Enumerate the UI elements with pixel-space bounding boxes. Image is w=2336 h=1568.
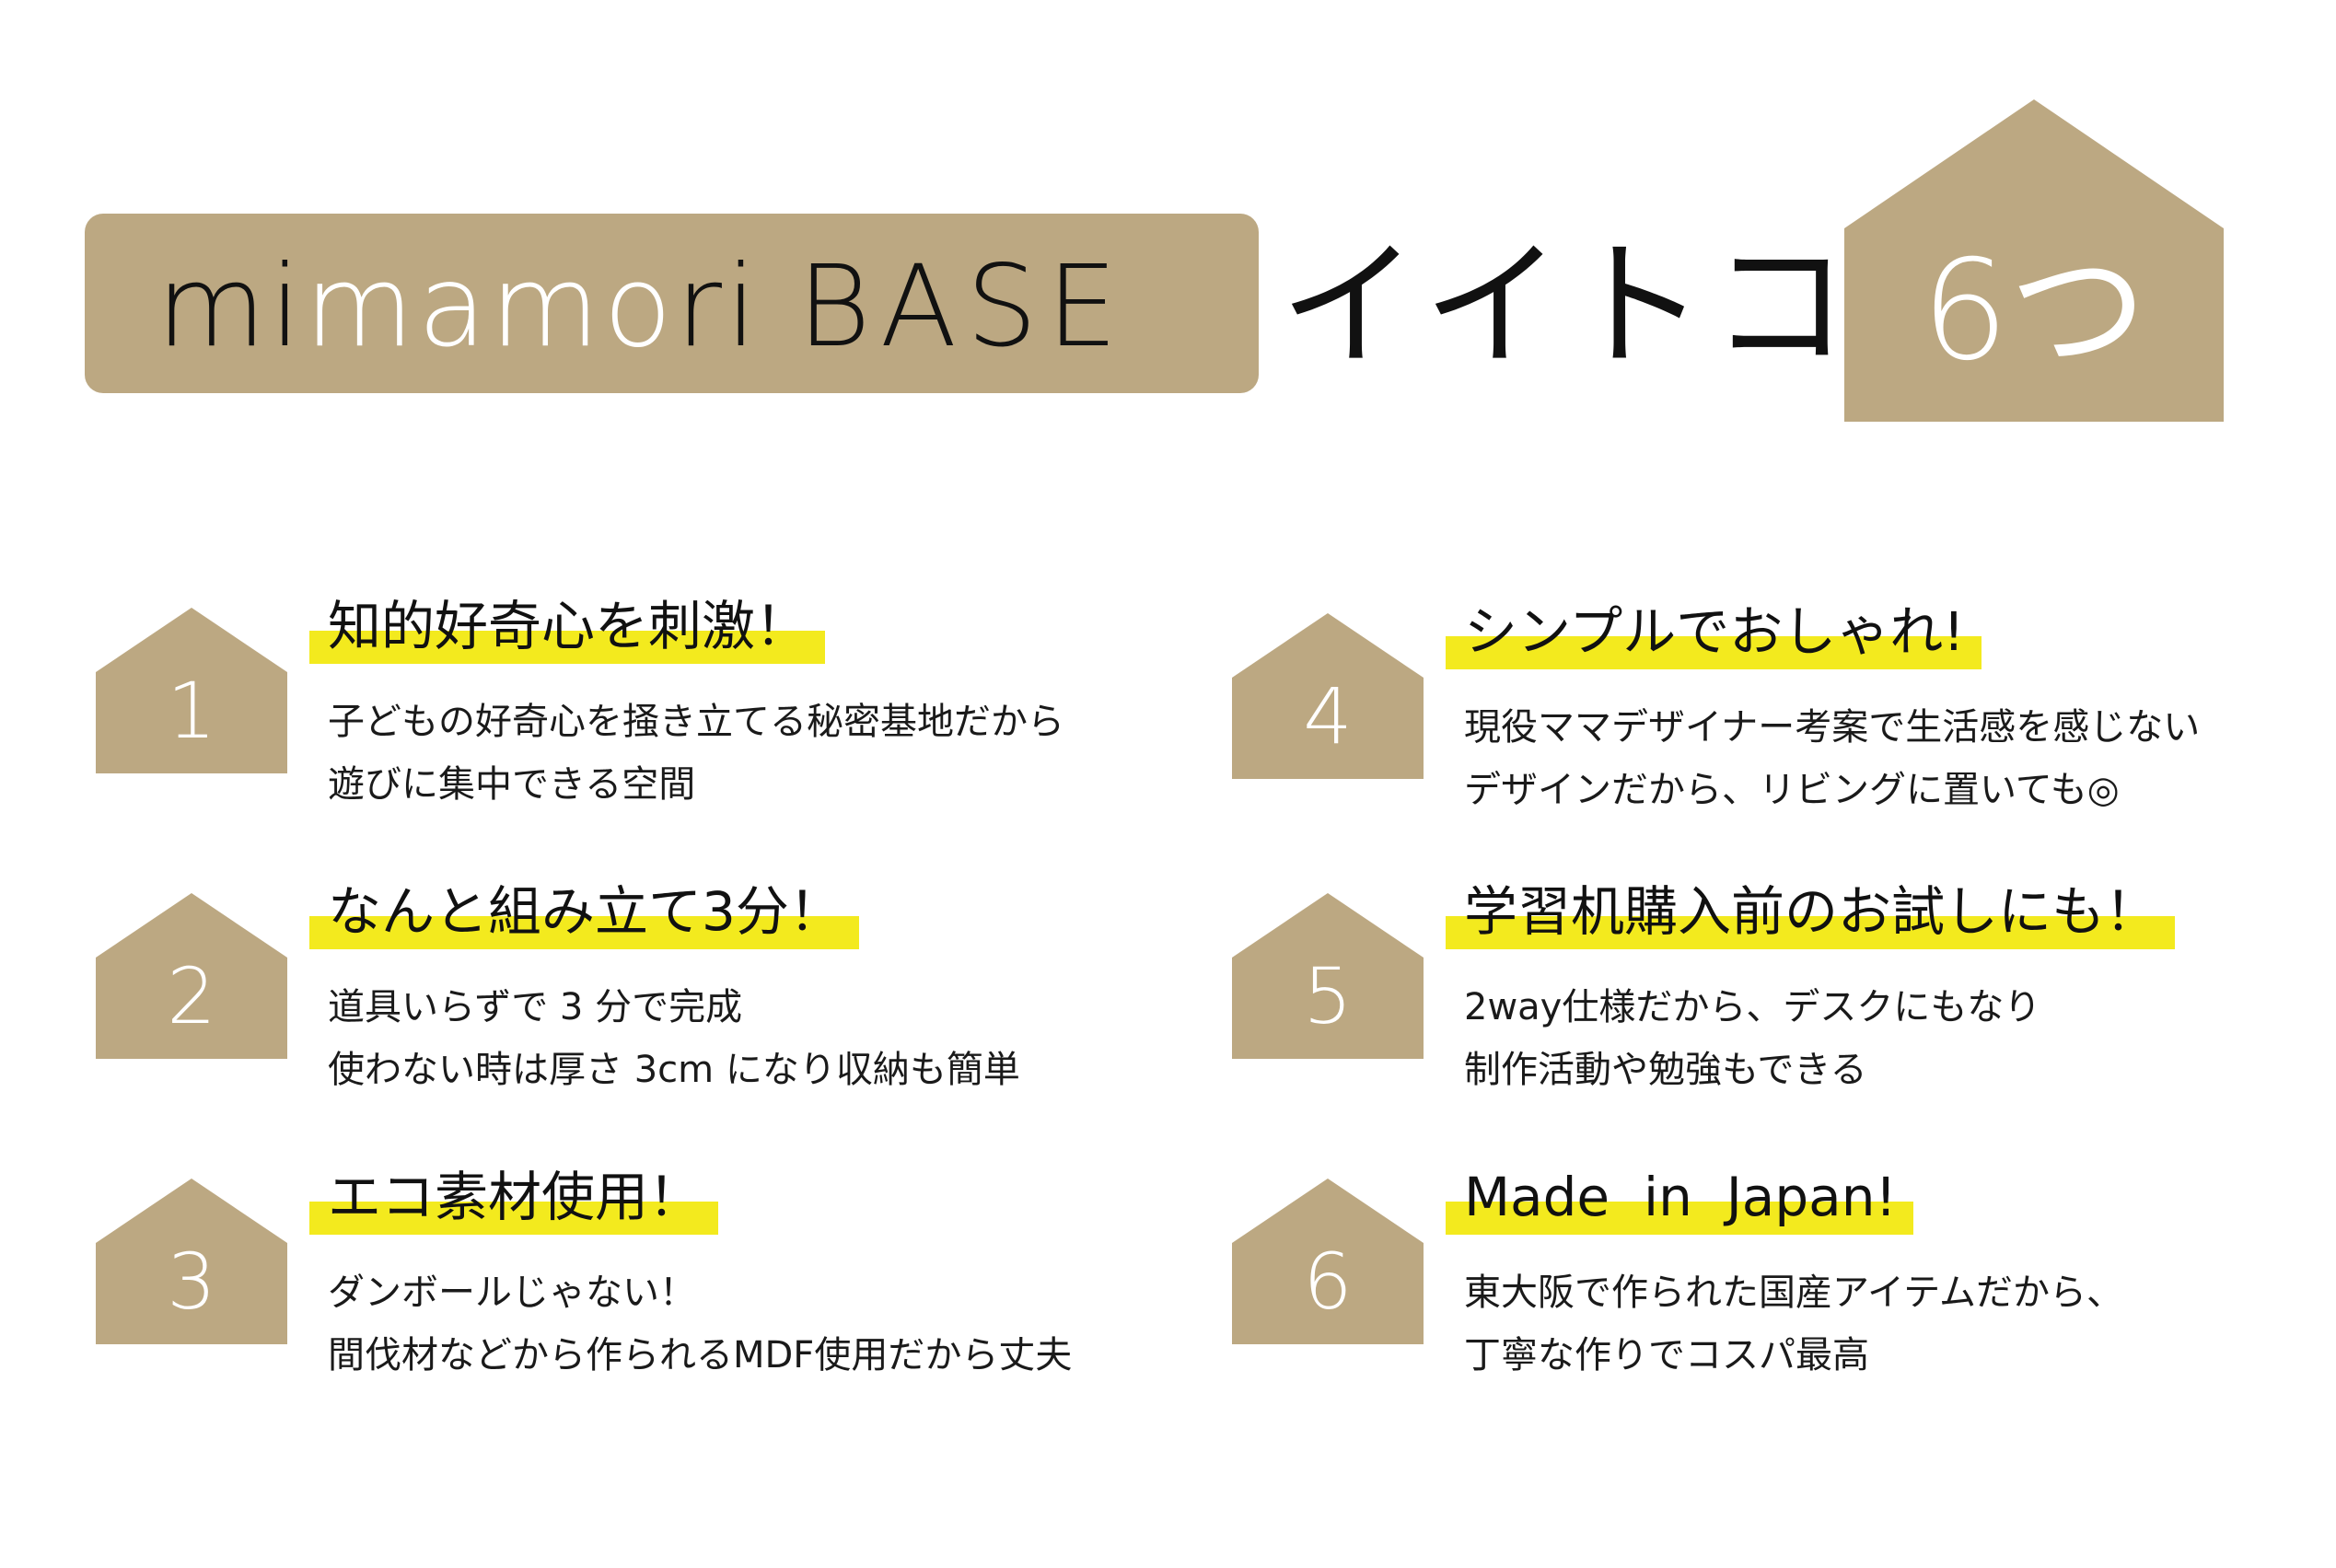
description-line: 道具いらずで 3 分で完成 [328,986,743,1028]
page-title: イイトコ [1280,226,1855,387]
house-icon [96,893,287,1059]
title-highlight [1446,636,1982,669]
feature-description: ダンボールじゃない！ 間伐材などから作られるMDF使用だから丈夫 [328,1261,1072,1387]
feature-number: 2 [167,951,216,1041]
description-line: 丁寧な作りでコスパ最高 [1464,1334,1869,1376]
feature-title: Made in Japan! [1446,1160,1913,1243]
count-badge: 6つ [1844,99,2224,422]
feature-description: 現役ママデザイナー考案で生活感を感じない デザインだから、リビングに置いても◎ [1464,696,2200,821]
description-line: 制作活動や勉強もできる [1464,1049,1867,1091]
number-badge: 6 [1232,1179,1424,1344]
feature-title-text: 学習机購入前のお試しにも！ [1464,880,2159,943]
feature-number: 5 [1303,951,1353,1041]
title-highlight [309,1202,719,1235]
description-line: 子どもの好奇心を掻き立てる秘密基地だから [328,701,1064,743]
feature-item-4: 4 シンプルでおしゃれ! 現役ママデザイナー考案で生活感を感じない デザインだか… [1232,576,2336,816]
description-line: デザインだから、リビングに置いても◎ [1464,769,2120,811]
feature-description: 東大阪で作られた国産アイテムだから、 丁寧な作りでコスパ最高 [1464,1261,2123,1387]
number-badge: 2 [96,893,287,1059]
description-line: 遊びに集中できる空間 [328,763,696,806]
feature-item-5: 5 学習机購入前のお試しにも！ 2way仕様だから、デスクにもなり 制作活動や勉… [1232,856,2336,1096]
description-line: 東大阪で作られた国産アイテムだから、 [1464,1272,2123,1314]
feature-title-text: エコ素材使用！ [328,1166,703,1228]
brand-logo-base: BASE [796,241,1127,372]
house-icon [96,1179,287,1344]
feature-title-text: なんと組み立て3分！ [328,880,843,943]
feature-title: 知的好奇心を刺激！ [309,589,826,672]
feature-number: 1 [167,666,216,756]
house-icon [1232,893,1424,1059]
house-icon [1844,99,2224,422]
description-line: ダンボールじゃない！ [328,1272,696,1314]
brand-logo-ri: ri [675,241,761,372]
feature-title: シンプルでおしゃれ! [1446,595,1982,678]
feature-description: 道具いらずで 3 分で完成 使わない時は厚さ 3cm になり収納も簡単 [328,976,1020,1101]
number-badge: 4 [1232,613,1424,779]
description-line: 間伐材などから作られるMDF使用だから丈夫 [328,1334,1073,1376]
count-badge-label: 6つ [1921,231,2147,391]
title-highlight [309,916,859,949]
house-icon [96,608,287,773]
description-line: 使わない時は厚さ 3cm になり収納も簡単 [328,1049,1020,1091]
feature-item-2: 2 なんと組み立て3分！ 道具いらずで 3 分で完成 使わない時は厚さ 3cm … [96,856,1201,1096]
title-highlight [1446,1202,1913,1235]
title-highlight [309,631,826,664]
number-badge: 1 [96,608,287,773]
brand-banner [85,214,1259,393]
feature-title-text: 知的好奇心を刺激！ [328,595,809,657]
feature-title-text: シンプルでおしゃれ! [1464,600,1965,663]
feature-number: 4 [1303,671,1353,761]
feature-title: なんと組み立て3分！ [309,875,859,958]
brand-logo-mamo: mamo [304,241,676,372]
feature-title: エコ素材使用！ [309,1160,719,1243]
description-line: 2way仕様だから、デスクにもなり [1464,986,2041,1028]
feature-title: 学習机購入前のお試しにも！ [1446,875,2176,958]
feature-item-6: 6 Made in Japan! 東大阪で作られた国産アイテムだから、 丁寧な作… [1232,1142,2336,1381]
house-icon [1232,613,1424,779]
feature-description: 2way仕様だから、デスクにもなり 制作活動や勉強もできる [1464,976,2040,1101]
feature-item-3: 3 エコ素材使用！ ダンボールじゃない！ 間伐材などから作られるMDF使用だから… [96,1142,1201,1381]
feature-item-1: 1 知的好奇心を刺激！ 子どもの好奇心を掻き立てる秘密基地だから 遊びに集中でき… [96,571,1201,810]
feature-number: 3 [167,1237,216,1327]
feature-description: 子どもの好奇心を掻き立てる秘密基地だから 遊びに集中できる空間 [328,691,1064,816]
description-line: 現役ママデザイナー考案で生活感を感じない [1464,706,2201,749]
feature-title-text: Made in Japan! [1464,1166,1897,1228]
title-highlight [1446,916,2176,949]
feature-number: 6 [1303,1237,1353,1327]
number-badge: 3 [96,1179,287,1344]
number-badge: 5 [1232,893,1424,1059]
house-icon [1232,1179,1424,1344]
brand-logo-mi: mi [157,241,305,372]
